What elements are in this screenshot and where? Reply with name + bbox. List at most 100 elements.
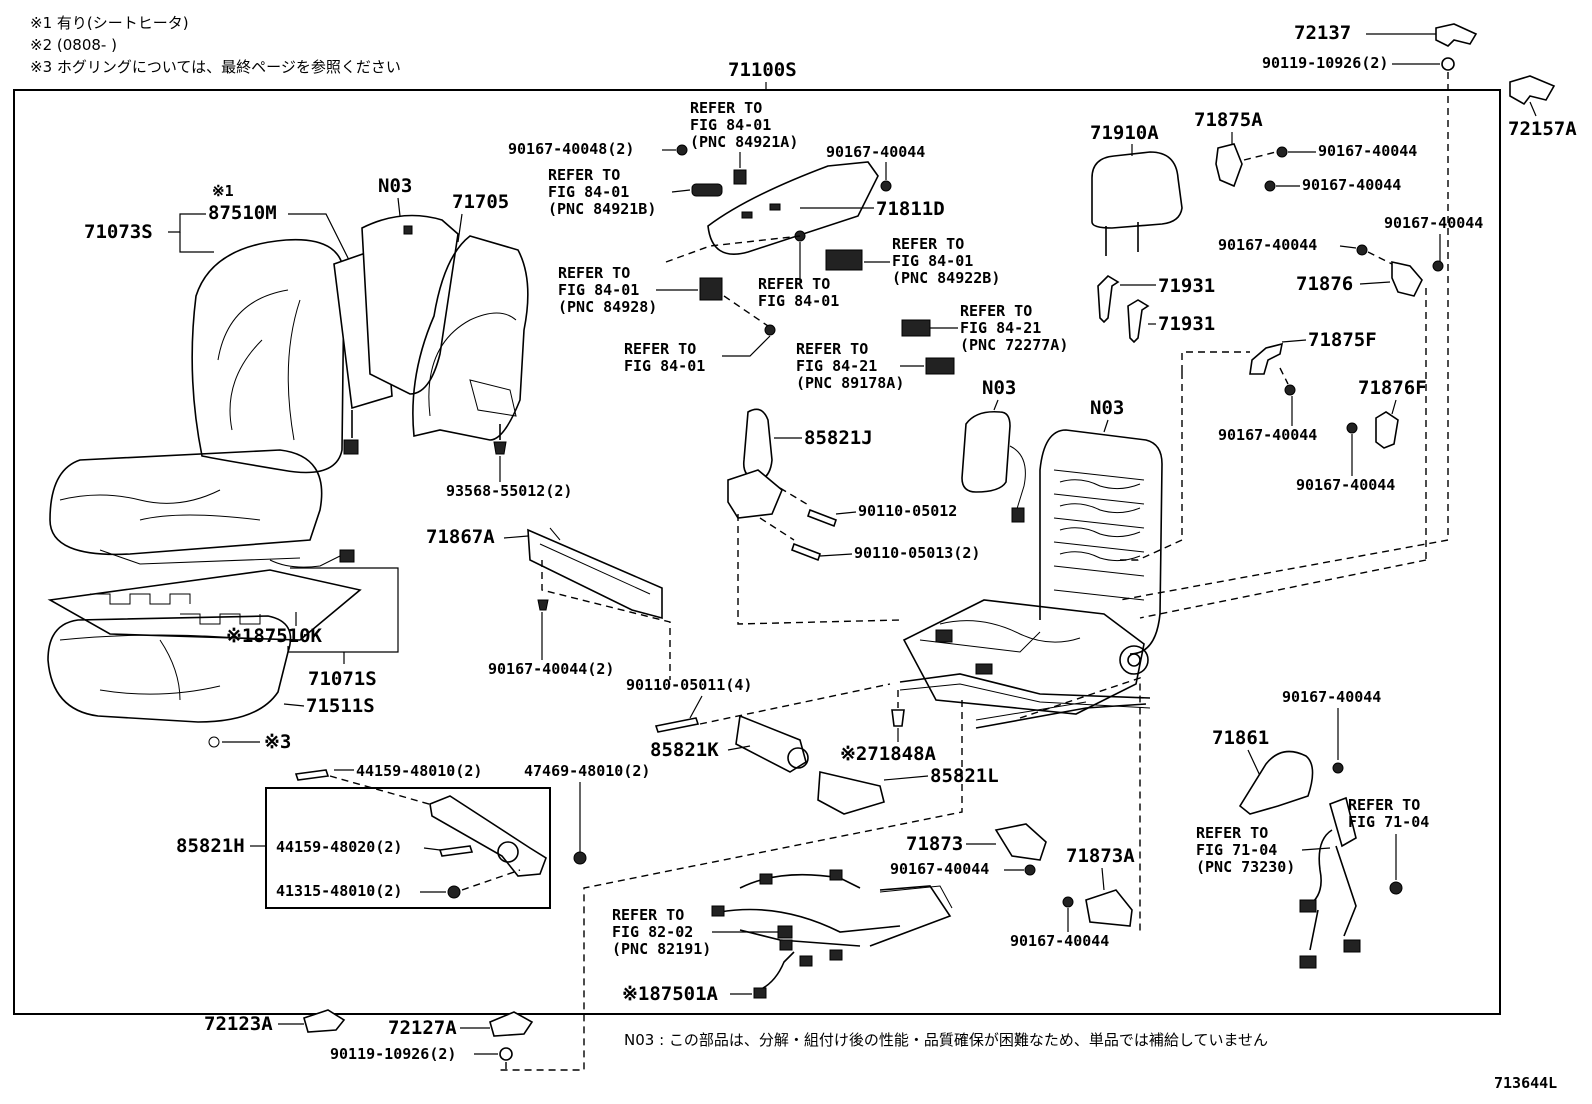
ref-84922B-line2: FIG 84-01 [892,252,973,270]
ref-7104a-line2: FIG 71-04 [1348,813,1429,831]
label-90167-40044-c: 90167-40044 [1302,176,1401,194]
seatback-frame [1039,429,1163,655]
label-87510K: ※187510K [226,625,323,647]
cover-71875A [1215,143,1243,188]
ref-84921A-line3: (PNC 84921A) [690,133,798,151]
label-72123A: 72123A [204,1013,273,1035]
ref-8401-b-line2: FIG 84-01 [758,292,839,310]
label-85821J: 85821J [804,427,873,449]
label-93568-55012: 93568-55012(2) [446,482,572,500]
label-90167-40044-f: 90167-40044 [1218,426,1317,444]
motor-85821L [817,771,885,815]
bracket-71876 [1391,261,1423,297]
bracket-71873 [994,823,1047,861]
label-85821K: 85821K [650,739,719,761]
note-2: ※2 (0808- ) [30,36,117,54]
cover-72127A [489,1011,534,1037]
headrest-guide-71931-a [1097,274,1120,324]
label-90119-10926-top: 90119-10926(2) [1262,54,1388,72]
label-90167-40044-a: 90167-40044 [826,143,925,161]
note-N03: N03 : この部品は、分解・組付け後の性能・品質確保が困難なため、単品では補給… [624,1031,1268,1049]
ref-73230-line2: FIG 71-04 [1196,841,1277,859]
ref-72277A-line1: REFER TO [960,302,1032,320]
label-71073S: 71073S [84,221,153,243]
cover-71875F [1249,342,1284,375]
cover-72123A [303,1009,346,1033]
ref-84921B-line2: FIG 84-01 [548,183,629,201]
screw-90119-bottom [499,1047,513,1061]
bracket-71876F [1375,411,1399,449]
label-71931-b: 71931 [1158,313,1215,335]
ref-73230-line1: REFER TO [1196,824,1268,842]
seatback-pad-N03 [361,214,459,395]
seat-cushion-pad-71511S [47,615,292,723]
ref-84928-line3: (PNC 84928) [558,298,657,316]
label-71931-a: 71931 [1158,275,1215,297]
ref-89178A-line1: REFER TO [796,340,868,358]
label-71876: 71876 [1296,273,1353,295]
airbag-N03 [961,410,1011,493]
ref-84922B-line1: REFER TO [892,235,964,253]
label-72157A: 72157A [1508,118,1577,140]
seatback-pad-71705 [412,235,529,441]
cover-71861 [1238,750,1314,815]
wire-harness-82191 [719,873,952,947]
cover-72157A [1509,75,1556,106]
note-1: ※1 有り(シートヒータ) [30,14,189,32]
screw-90119-top [1441,57,1455,71]
ref-82191-line1: REFER TO [612,906,684,924]
side-cover-71811D [707,161,879,255]
label-90167-40044-h: 90167-40044 [1282,688,1381,706]
label-71861: 71861 [1212,727,1269,749]
motor-85821J [742,408,773,481]
label-90167-40044-j: 90167-40044 [1010,932,1109,950]
label-44159-48010: 44159-48010(2) [356,762,482,780]
seat-cushion-frame [902,599,1145,715]
ref-82191-line2: FIG 82-02 [612,923,693,941]
ref-82191-line3: (PNC 82191) [612,940,711,958]
part-71848A [891,709,905,727]
label-90167-40044-b: 90167-40044 [1318,142,1417,160]
motor-85821K [735,714,807,773]
label-71875F: 71875F [1308,329,1377,351]
label-71848A: ※271848A [840,743,937,765]
seat-rails [899,673,1151,729]
label-85821H: 85821H [176,835,245,857]
label-90110-05011: 90110-05011(4) [626,676,752,694]
bracket-71873A [1085,889,1133,927]
label-71875A: 71875A [1194,109,1263,131]
ref-8401-a-line2: FIG 84-01 [624,357,705,375]
label-41315-48010: 41315-48010(2) [276,882,402,900]
ref-73230-line3: (PNC 73230) [1196,858,1295,876]
label-90167-40044-e: 90167-40044 [1384,214,1483,232]
label-87510M: 87510M [208,202,277,224]
label-90110-05013: 90110-05013(2) [854,544,980,562]
star1-label: ※1 [212,182,234,200]
note-3: ※3 ホグリングについては、最終ページを参照ください [30,58,401,76]
label-72127A: 72127A [388,1017,457,1039]
label-71071S: 71071S [308,668,377,690]
label-90167-40044-d: 90167-40044 [1218,236,1317,254]
label-71876F: 71876F [1358,377,1427,399]
label-85821L: 85821L [930,765,999,787]
ref-89178A-line3: (PNC 89178A) [796,374,904,392]
cover-72137 [1435,23,1478,47]
label-71910A: 71910A [1090,122,1159,144]
label-90167-40044-2: 90167-40044(2) [488,660,614,678]
ref-84928-line2: FIG 84-01 [558,281,639,299]
ref-84921B-line1: REFER TO [548,166,620,184]
seatbelt-buckle [1329,796,1357,848]
label-71811D: 71811D [876,198,945,220]
ref-7104a-line1: REFER TO [1348,796,1420,814]
ref-84928-line1: REFER TO [558,264,630,282]
label-87501A: ※187501A [622,983,719,1005]
ref-84921A-line1: REFER TO [690,99,762,117]
ref-84921A-line2: FIG 84-01 [690,116,771,134]
label-N03-mid: N03 [982,377,1016,399]
ref-8401-b-line1: REFER TO [758,275,830,293]
seat-cushion-cover-71071S [49,449,323,556]
label-90167-40048: 90167-40048(2) [508,140,634,158]
label-47469-48010: 47469-48010(2) [524,762,650,780]
